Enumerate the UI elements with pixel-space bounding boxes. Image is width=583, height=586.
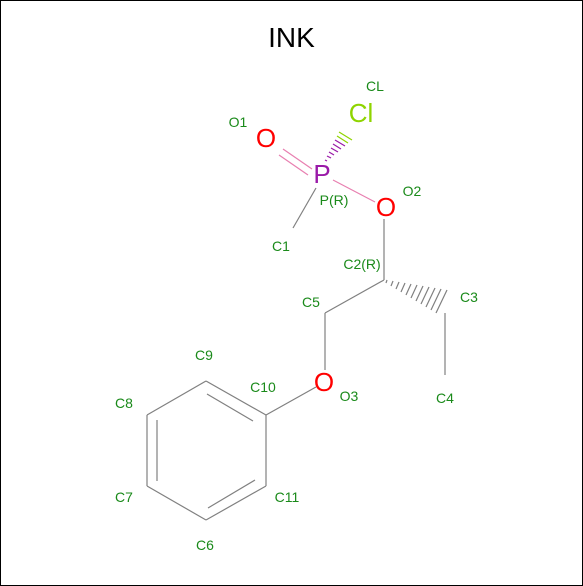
atom-o1-symbol: O (256, 123, 276, 153)
label-c8: C8 (115, 395, 133, 411)
bond-c6-c11 (205, 485, 267, 521)
label-p: P(R) (320, 192, 349, 208)
bond-p-o1-a (282, 148, 313, 170)
label-c9: C9 (195, 347, 213, 363)
hashed-bond-cl-part (336, 131, 353, 144)
hashed-bond-c2-c3 (385, 279, 448, 314)
bond-c10-c9 (205, 380, 267, 416)
bonds (146, 148, 446, 521)
bond-c7-c6 (146, 485, 207, 521)
bond-o3-c10 (265, 386, 317, 416)
bond-p-o1-b (278, 154, 309, 176)
label-o3: O3 (340, 388, 359, 404)
label-o2: O2 (403, 183, 422, 199)
label-cl: CL (366, 78, 384, 94)
label-c7: C7 (115, 489, 133, 505)
label-c1: C1 (272, 238, 290, 254)
label-c3: C3 (460, 289, 478, 305)
bond-p-o2 (332, 179, 376, 203)
atom-cl-symbol: Cl (349, 98, 374, 128)
bond-inner-c10-c9 (206, 393, 254, 422)
label-c10: C10 (250, 379, 276, 395)
bond-inner-c6-c11 (207, 479, 256, 509)
atom-p-symbol: P (313, 159, 330, 189)
bond-c2-c5 (324, 279, 385, 314)
label-c5: C5 (302, 294, 320, 310)
label-o1: O1 (229, 114, 248, 130)
label-c11: C11 (275, 489, 300, 505)
label-c6: C6 (196, 537, 214, 553)
atom-o3-symbol: O (314, 367, 334, 397)
label-c2: C2(R) (343, 256, 380, 272)
bond-c9-c8 (146, 380, 207, 416)
hashed-bond-p-cl (324, 139, 346, 162)
molecule-title: INK (268, 22, 315, 53)
bond-p-c1 (292, 187, 317, 229)
label-c4: C4 (436, 390, 454, 406)
atom-o2-symbol: O (376, 192, 396, 222)
